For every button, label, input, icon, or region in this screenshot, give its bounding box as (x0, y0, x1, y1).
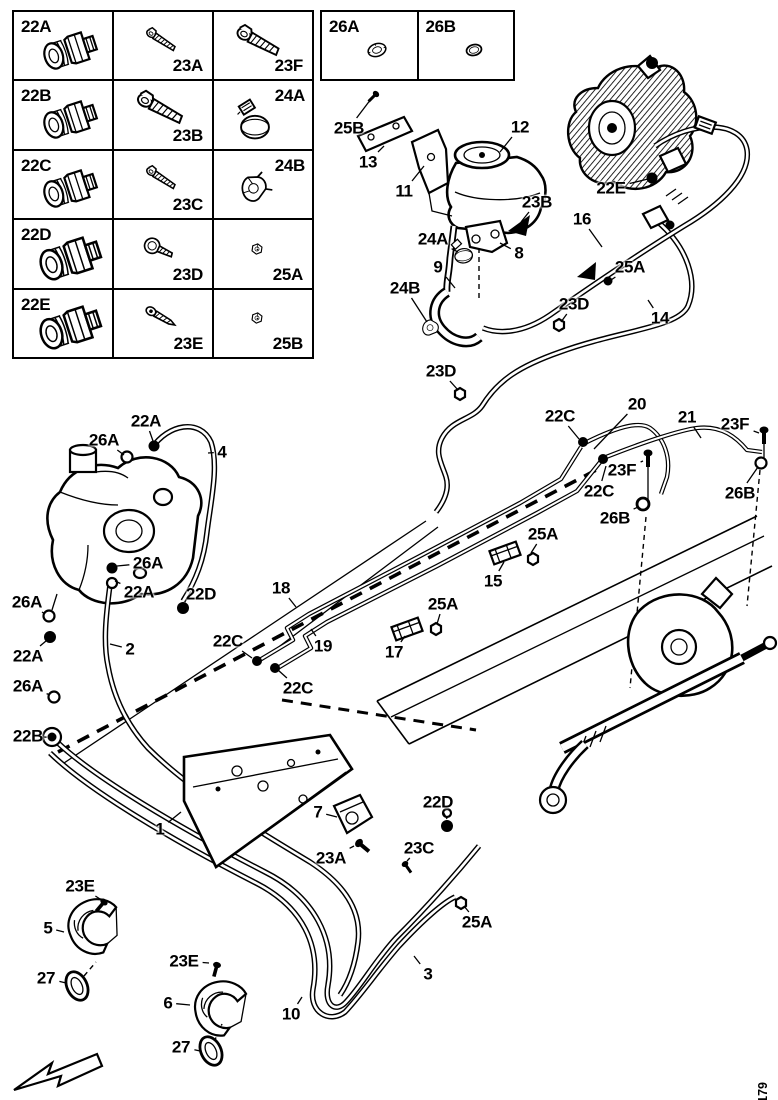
part-icon (229, 167, 281, 210)
legend-part-code: 23F (274, 56, 304, 76)
pipe-21 (601, 428, 762, 459)
legend-part-code: 23A (172, 56, 204, 76)
legend-cell: 24B (213, 149, 313, 220)
legend-part-code: 26B (425, 17, 457, 36)
drawing-number: 389 179 (756, 1082, 770, 1100)
legend-part-code: 24B (274, 155, 306, 175)
legend-part-code: 22C (21, 155, 52, 175)
legend-cell: 22C (13, 149, 113, 220)
part-icon (138, 159, 184, 197)
legend-table-seals: 26A 26B (320, 10, 515, 81)
legend-cell: 23D (113, 219, 213, 289)
legend-cell: 25A (213, 219, 313, 289)
legend-cell: 26B (417, 11, 514, 80)
reservoir-pipe (447, 226, 454, 292)
crossmember-bracket (182, 733, 354, 869)
pipe-20 (581, 425, 668, 494)
legend-table: 22A 23A 23F 22B 23B 24A 22C 23C 24B 22 (12, 10, 314, 359)
clamp-bracket-7 (332, 793, 374, 835)
part-icon (137, 298, 185, 337)
part-icon (453, 33, 495, 67)
legend-part-code: 23B (172, 125, 204, 145)
legend-cell: 23F (213, 11, 313, 81)
legend-part-code: 24A (274, 86, 306, 106)
reservoir-clamp-bracket (464, 219, 509, 254)
legend-part-code: 22D (21, 225, 52, 245)
reservoir-bracket (356, 115, 453, 217)
grommet-27a (64, 970, 90, 1002)
legend-cell: 22B (13, 80, 113, 150)
legend-cell: 26A (321, 11, 418, 80)
legend-part-code: 22E (21, 294, 51, 314)
fluid-reservoir (445, 140, 547, 235)
direction-arrow (13, 1052, 104, 1092)
legend-part-code: 23C (172, 195, 204, 215)
grommet-27b (198, 1035, 224, 1067)
legend-part-code: 22B (21, 86, 52, 106)
legend-part-code: 22A (21, 17, 52, 36)
legend-cell: 23E (113, 288, 213, 358)
legend-cell: 25B (213, 288, 313, 358)
part-icon (240, 235, 274, 263)
part-icon (240, 304, 274, 332)
legend-cell: 24A (213, 80, 313, 150)
steering-gear (46, 443, 203, 611)
legend-cell: 23B (113, 80, 213, 150)
heat-shield-6 (193, 980, 248, 1037)
legend-part-code: 23D (172, 264, 204, 284)
elbow-pipe-9 (435, 292, 479, 342)
legend-part-code: 25A (272, 264, 304, 284)
legend-part-code: 25B (272, 333, 304, 353)
legend-cell: 22A (13, 11, 113, 81)
part-icon (138, 21, 184, 59)
part-icon (354, 31, 400, 69)
power-steering-pump (567, 54, 698, 190)
steering-rack (538, 576, 778, 815)
return-hose-14 (436, 222, 692, 512)
legend-cell: 23A (113, 11, 213, 81)
legend-part-code: 23E (173, 333, 204, 353)
part-icon (134, 228, 184, 269)
fastener-markers (41, 90, 769, 978)
heat-shield-5 (67, 898, 118, 955)
legend-cell: 22E (13, 288, 113, 358)
legend-cell: 23C (113, 149, 213, 220)
legend-cell: 22D (13, 219, 113, 289)
legend-part-code: 26A (329, 17, 360, 36)
